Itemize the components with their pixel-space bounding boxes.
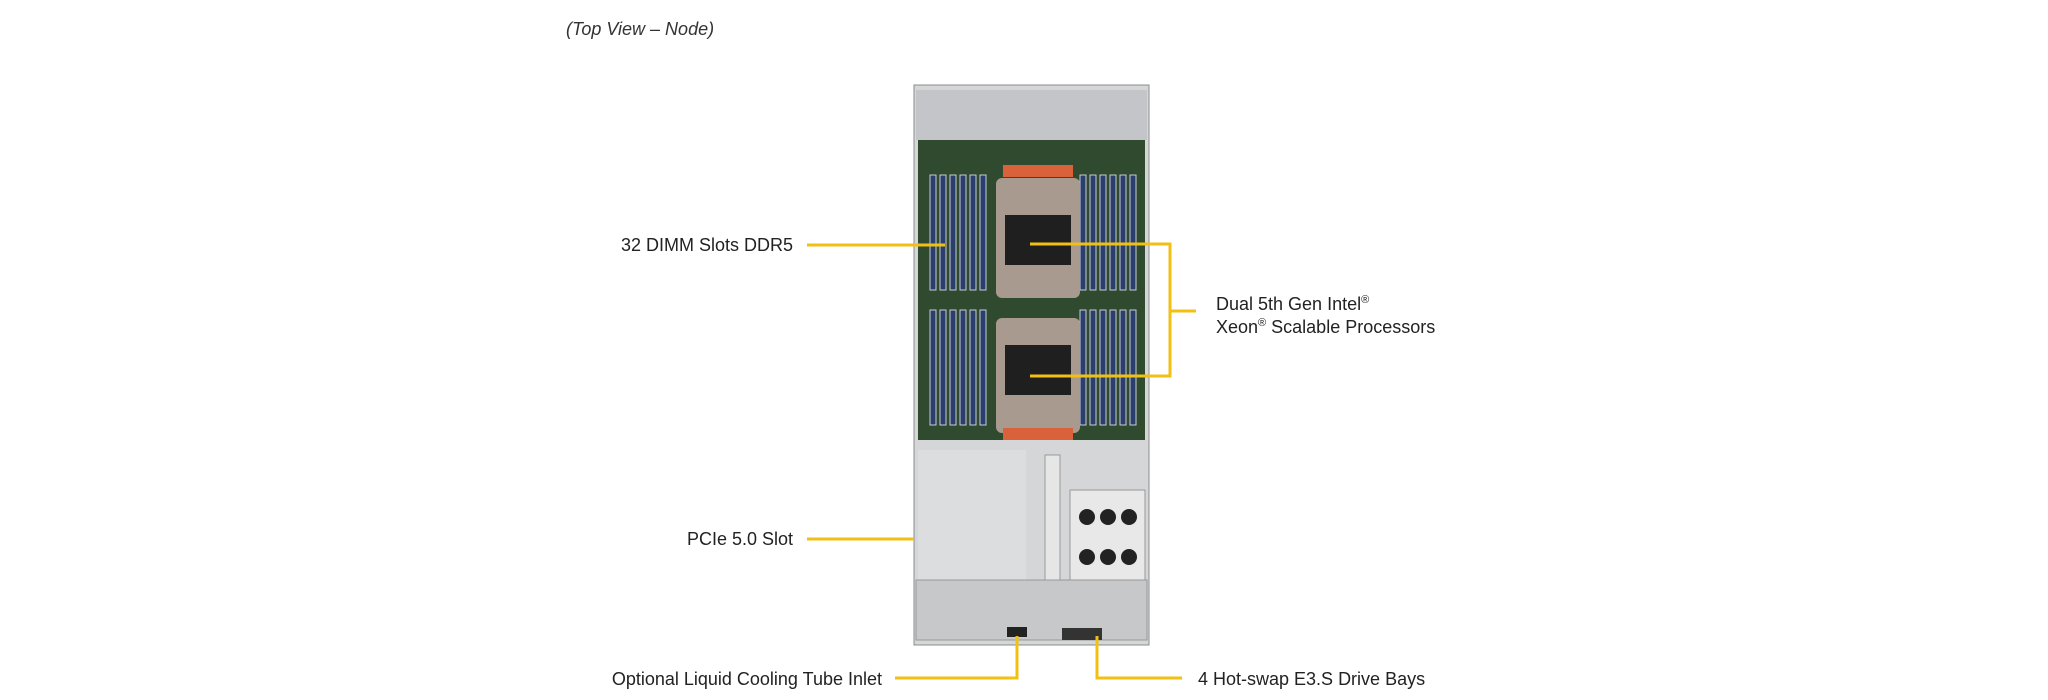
cpu-label-line1: Dual 5th Gen Intel® (1216, 289, 1369, 315)
cpu-label-text: Dual 5th Gen Intel (1216, 294, 1362, 314)
cpu-label-text: Xeon (1216, 317, 1259, 337)
dimm-slots (929, 174, 1137, 426)
liquid-callout-line (895, 636, 1019, 680)
registered-mark: ® (1361, 294, 1370, 306)
drives-callout-line (1095, 636, 1182, 680)
front-panel (916, 90, 1147, 140)
cpu-label-line2: Xeon® Scalable Processors (1216, 312, 1435, 338)
drive-bays-label: 4 Hot-swap E3.S Drive Bays (1198, 669, 1426, 689)
pcie-label: PCIe 5.0 Slot (686, 529, 793, 549)
registered-mark: ® (1258, 317, 1267, 329)
cpu-label-text: Scalable Processors (1266, 317, 1436, 337)
dimm-label: 32 DIMM Slots DDR5 (620, 235, 793, 255)
liquid-cooling-label: Optional Liquid Cooling Tube Inlet (611, 669, 882, 689)
server-node-photo (913, 84, 1150, 646)
pcie-riser (918, 450, 1026, 580)
diagram-title: (Top View – Node) (566, 19, 715, 39)
callout-lines (807, 242, 1196, 680)
drive-cage (1069, 489, 1146, 581)
